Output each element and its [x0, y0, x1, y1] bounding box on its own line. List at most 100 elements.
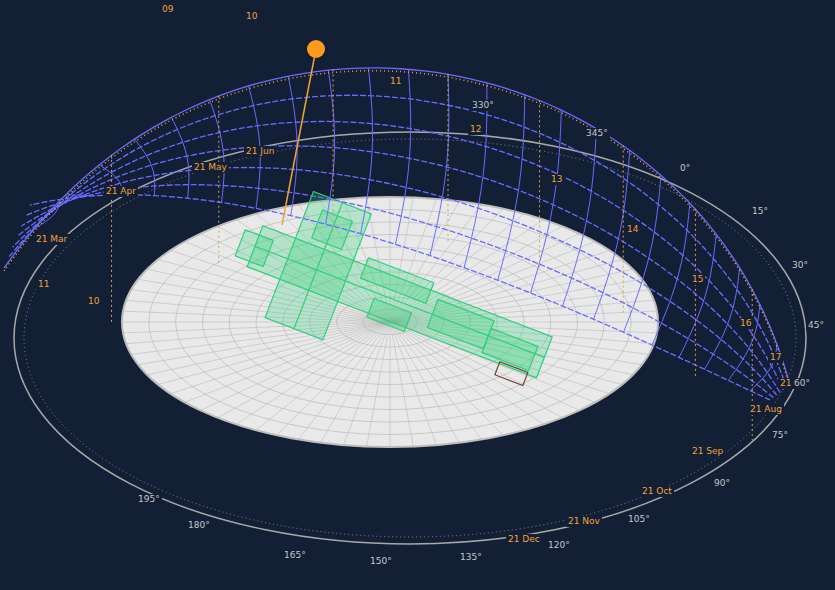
grid-spoke: [321, 322, 390, 443]
hour-line: [33, 199, 59, 229]
month-label: 21 Oct: [640, 486, 674, 497]
day-path: [13, 121, 784, 390]
grid-spoke: [123, 311, 390, 322]
azimuth-label: 75°: [770, 430, 790, 441]
hour-line: [171, 117, 189, 198]
hour-line: [498, 95, 525, 281]
grid-spoke: [185, 322, 390, 402]
ground-disc: [122, 197, 658, 447]
azimuth-label: 135°: [458, 552, 484, 563]
building-part: [427, 299, 494, 349]
building-edge: [294, 203, 342, 329]
hour-label: 09: [160, 4, 175, 15]
day-path: [8, 95, 786, 387]
drop-line: [333, 69, 334, 239]
ground-grid: [122, 197, 658, 447]
sun-position-dots: [4, 71, 790, 388]
building-model: [218, 174, 570, 417]
building-part: [495, 362, 528, 386]
hour-line: [728, 304, 760, 380]
hour-label: 11: [36, 279, 51, 290]
hour-label: 13: [549, 174, 564, 185]
hour-line: [531, 110, 562, 293]
hour-line: [563, 128, 597, 306]
day-path: [17, 146, 780, 393]
hour-line: [288, 76, 297, 216]
hour-label: 14: [625, 224, 640, 235]
month-label: 21 Mar: [34, 234, 69, 245]
building-part: [482, 328, 538, 370]
azimuth-label: 195°: [136, 494, 162, 505]
hour-label: 10: [86, 296, 101, 307]
grid-spoke: [123, 322, 390, 333]
hour-line: [395, 69, 410, 244]
azimuth-label: 150°: [368, 556, 394, 567]
day-path: [4, 68, 790, 385]
azimuth-label: 30°: [790, 260, 810, 271]
month-label: 21 May: [192, 162, 229, 173]
month-label: 21 Dec: [506, 534, 542, 545]
building-part: [235, 230, 273, 267]
sun-marker: [307, 40, 325, 58]
month-label: 21 Aug: [748, 404, 784, 415]
azimuth-label: 165°: [282, 550, 308, 561]
hour-line: [679, 234, 716, 358]
drop-line: [218, 96, 219, 266]
month-label: 21 Nov: [566, 516, 602, 527]
hour-line: [705, 267, 740, 369]
grid-spoke: [138, 322, 390, 365]
drop-line: [539, 100, 540, 270]
hour-label: 11: [388, 76, 403, 87]
day-path: [26, 185, 774, 398]
month-label: 21 Apr: [104, 186, 138, 197]
azimuth-label: 15°: [750, 206, 770, 217]
drop-line: [448, 74, 449, 244]
hour-label: 12: [468, 124, 483, 135]
compass-ring-outer: [14, 132, 806, 544]
grid-spoke: [277, 322, 390, 435]
hour-line: [361, 68, 373, 234]
grid-spoke: [122, 322, 390, 323]
hour-line: [750, 343, 777, 391]
grid-spoke: [170, 322, 390, 394]
azimuth-label: 345°: [584, 128, 610, 139]
grid-spoke: [390, 322, 437, 445]
azimuth-label: 90°: [712, 478, 732, 489]
day-path: [21, 168, 776, 395]
hour-label: 10: [244, 11, 259, 22]
azimuth-label: 45°: [806, 320, 826, 331]
grid-spoke: [147, 322, 390, 375]
hour-line: [430, 74, 449, 256]
azimuth-label: 0°: [678, 163, 692, 174]
azimuth-label: 60°: [792, 378, 812, 389]
drop-line: [752, 289, 753, 440]
hour-label: 17: [768, 352, 783, 363]
azimuth-label: 180°: [186, 520, 212, 531]
grid-spoke: [131, 322, 390, 354]
azimuth-label: 330°: [470, 100, 496, 111]
azimuth-label: 120°: [546, 540, 572, 551]
grid-spoke: [390, 322, 413, 447]
building-edge: [255, 246, 544, 357]
hour-label: 15: [690, 274, 705, 285]
hour-line: [623, 175, 661, 332]
grid-spoke: [390, 322, 391, 447]
azimuth-label: 105°: [626, 514, 652, 525]
month-label: 21 Jun: [244, 146, 276, 157]
sun-ray: [282, 49, 316, 225]
month-label: 21 Sep: [690, 446, 725, 457]
compass-ring-ticks: [24, 139, 796, 537]
hour-line: [652, 203, 690, 345]
drop-line: [695, 209, 696, 379]
building-part: [361, 258, 434, 304]
grid-spoke: [126, 322, 390, 344]
drop-line: [111, 155, 112, 325]
grid-spoke: [367, 322, 390, 447]
drop-line: [623, 146, 624, 316]
hour-line: [210, 99, 225, 202]
hour-drop-lines: [112, 69, 753, 440]
hour-label: 16: [738, 318, 753, 329]
hour-line: [65, 195, 90, 196]
